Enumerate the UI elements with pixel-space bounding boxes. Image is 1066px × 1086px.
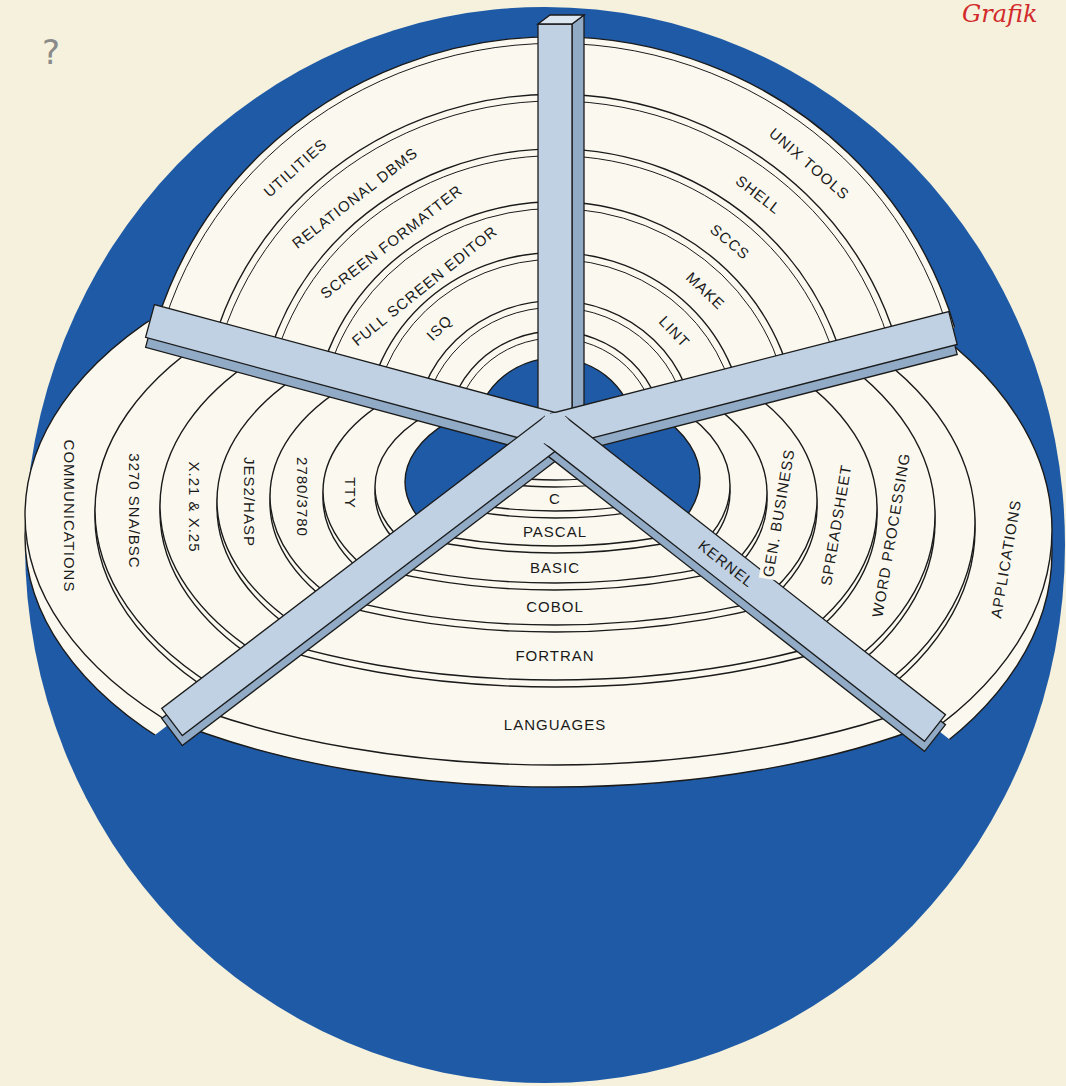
band-label: SHELL bbox=[731, 170, 786, 218]
band-label: JES2/HASP bbox=[241, 455, 258, 549]
band-label: UTILITIES bbox=[259, 134, 332, 202]
pillar-top bbox=[538, 15, 584, 24]
layer-band: FORTRAN bbox=[513, 647, 596, 665]
band-label: WORD PROCESSING bbox=[868, 450, 913, 621]
band-label: 3270 SNA/BSC bbox=[126, 452, 143, 571]
handwritten-note: Grafik bbox=[962, 0, 1038, 29]
layer-band: PASCAL bbox=[521, 523, 589, 541]
band-label: COMMUNICATIONS bbox=[62, 438, 79, 595]
layer-band: 2780/3780 bbox=[293, 455, 311, 539]
layer-band: ISQ bbox=[421, 310, 457, 346]
layer-band: TTY bbox=[341, 475, 359, 510]
band-label: C bbox=[547, 490, 563, 507]
kernel-frame bbox=[146, 15, 958, 751]
band-label: X.21 & X.25 bbox=[185, 459, 202, 554]
band-label: COBOL bbox=[524, 598, 586, 615]
band-label: SCCS bbox=[706, 219, 755, 264]
band-label: GEN. BUSINESS bbox=[759, 446, 798, 581]
sector-group bbox=[0, 260, 1066, 787]
layer-band: SCCS bbox=[705, 219, 755, 265]
kernel-bar-top bbox=[162, 416, 566, 735]
band-label: UNIX TOOLS bbox=[764, 123, 854, 204]
handwritten-note: ? bbox=[42, 34, 60, 71]
pillar-side bbox=[572, 15, 584, 430]
band-label: PASCAL bbox=[521, 523, 589, 540]
band-label: SPREADSHEET bbox=[817, 461, 855, 589]
band-label: ISQ bbox=[421, 310, 456, 345]
layer-band: MAKE bbox=[681, 267, 730, 315]
sphere-body bbox=[25, 7, 1065, 1083]
ring-top bbox=[0, 275, 1066, 765]
kernel-hub bbox=[538, 413, 572, 447]
layer-band: GEN. BUSINESS bbox=[759, 446, 799, 581]
pillar-front bbox=[538, 24, 572, 430]
band-label: LINT bbox=[655, 311, 695, 352]
band-label: FORTRAN bbox=[513, 647, 596, 664]
layer-band: SHELL bbox=[730, 170, 786, 219]
kernel-bar-top bbox=[551, 312, 957, 447]
layer-band: X.21 & X.25 bbox=[184, 459, 202, 554]
kernel-bar-top bbox=[146, 305, 560, 447]
layer-band: LINT bbox=[654, 311, 695, 353]
band-label: TTY bbox=[342, 475, 359, 510]
layer-band: UNIX TOOLS bbox=[764, 123, 855, 205]
band-label: BASIC bbox=[528, 559, 582, 576]
layer-band: COMMUNICATIONS bbox=[61, 438, 79, 595]
layer-band: 3270 SNA/BSC bbox=[125, 452, 143, 571]
layer-band: COBOL bbox=[524, 598, 586, 616]
layer-band: C bbox=[547, 490, 563, 508]
layer-band: APPLICATIONS bbox=[986, 496, 1024, 621]
kernel-bar: KERNEL bbox=[693, 535, 759, 592]
layer-band: SPREADSHEET bbox=[817, 461, 856, 589]
layer-band: BASIC bbox=[528, 559, 582, 577]
layer-band: UTILITIES bbox=[259, 134, 333, 203]
band-label: MAKE bbox=[681, 267, 729, 314]
layer-band: LANGUAGES bbox=[502, 716, 608, 734]
band-label: APPLICATIONS bbox=[986, 496, 1024, 621]
layer-band: JES2/HASP bbox=[240, 455, 258, 549]
kernel-bar-top bbox=[545, 417, 946, 742]
band-label: LANGUAGES bbox=[502, 716, 608, 733]
band-label: 2780/3780 bbox=[294, 455, 311, 539]
band-label: KERNEL bbox=[694, 535, 760, 592]
layer-band: WORD PROCESSING bbox=[868, 450, 914, 621]
